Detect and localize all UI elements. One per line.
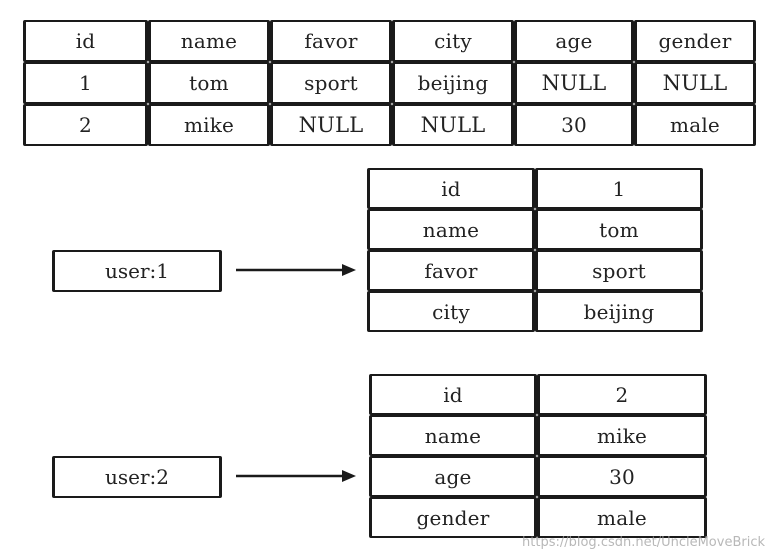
- main-table-row1-gender: NULL: [634, 62, 756, 104]
- user2-value-id: 2: [537, 374, 707, 415]
- watermark-text: https://blog.csdn.net/UncleMoveBrick: [522, 535, 765, 550]
- main-table-row2-name: mike: [148, 104, 270, 146]
- user2-field-id: id: [369, 374, 537, 415]
- main-table-row2-id: 2: [23, 104, 148, 146]
- main-table-row1-age: NULL: [514, 62, 634, 104]
- user1-arrow: [236, 264, 356, 276]
- user2-value-age: 30: [537, 456, 707, 497]
- main-table-header-favor: favor: [270, 20, 392, 62]
- user1-value-name: tom: [535, 209, 703, 250]
- user2-value-gender: male: [537, 497, 707, 538]
- user2-field-age: age: [369, 456, 537, 497]
- user1-value-id: 1: [535, 168, 703, 209]
- main-table-row1-favor: sport: [270, 62, 392, 104]
- main-table-row2-favor: NULL: [270, 104, 392, 146]
- main-table-row1-id: 1: [23, 62, 148, 104]
- user1-value-city: beijing: [535, 291, 703, 332]
- user2-field-name: name: [369, 415, 537, 456]
- main-table-header-city: city: [392, 20, 514, 62]
- user2-value-name: mike: [537, 415, 707, 456]
- main-table-header-age: age: [514, 20, 634, 62]
- user2-arrow: [236, 470, 356, 482]
- user1-field-name: name: [367, 209, 535, 250]
- main-table-row1-name: tom: [148, 62, 270, 104]
- user1-key-box: user:1: [52, 250, 222, 292]
- main-table-row2-city: NULL: [392, 104, 514, 146]
- user1-field-city: city: [367, 291, 535, 332]
- user2-field-gender: gender: [369, 497, 537, 538]
- user1-field-id: id: [367, 168, 535, 209]
- main-table-header-gender: gender: [634, 20, 756, 62]
- main-table-row2-age: 30: [514, 104, 634, 146]
- main-table-row1-city: beijing: [392, 62, 514, 104]
- main-table-row2-gender: male: [634, 104, 756, 146]
- user2-key-box: user:2: [52, 456, 222, 498]
- main-table-header-id: id: [23, 20, 148, 62]
- user1-value-favor: sport: [535, 250, 703, 291]
- user1-field-favor: favor: [367, 250, 535, 291]
- main-table-header-name: name: [148, 20, 270, 62]
